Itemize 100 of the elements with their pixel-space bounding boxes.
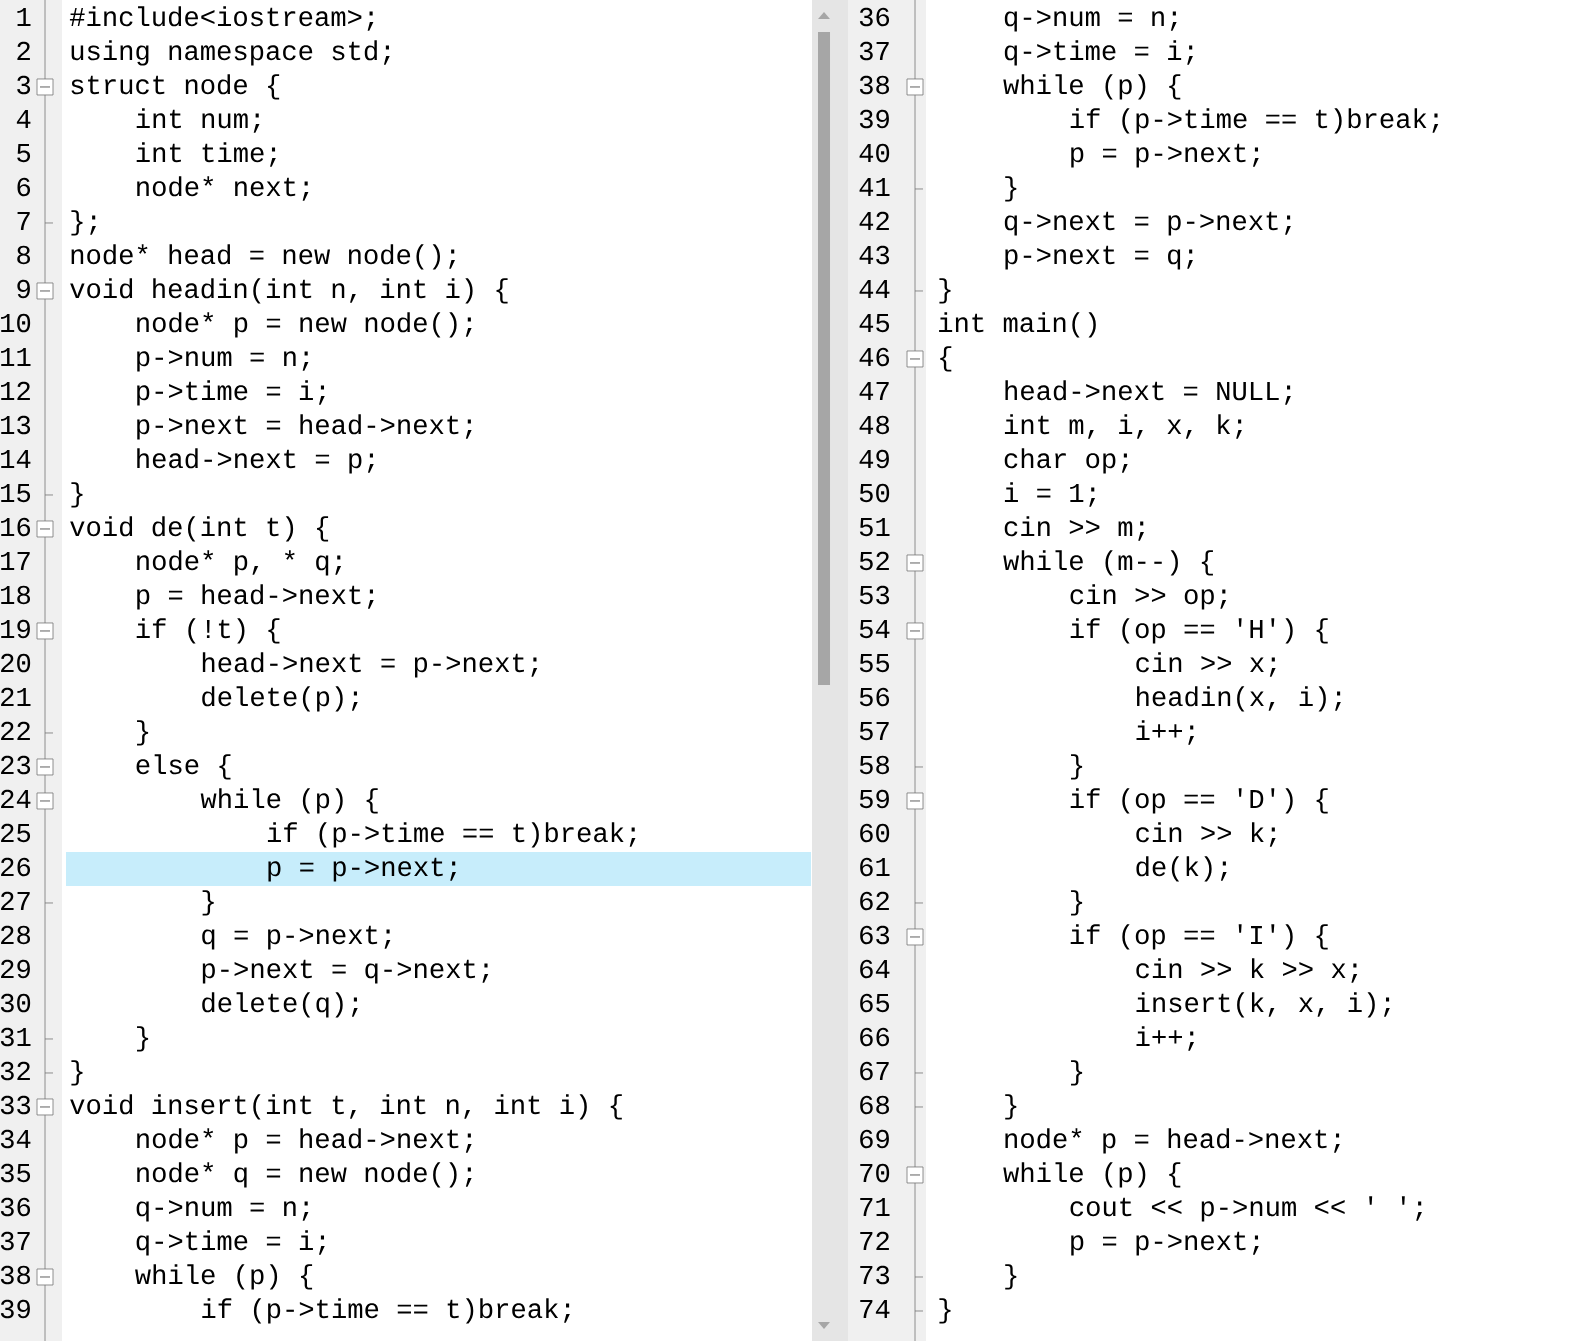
code-line: void insert(int t, int n, int i) { bbox=[70, 1094, 622, 1120]
line-number: 19 bbox=[1, 619, 30, 639]
line-number: 42 bbox=[859, 211, 889, 230]
line-number: 36 bbox=[859, 7, 890, 27]
code-line: head->next = p; bbox=[137, 448, 374, 474]
code-line: p->next = q->next; bbox=[202, 959, 489, 984]
code-line: node* p = new node(); bbox=[137, 312, 472, 338]
code-line: int main() bbox=[939, 312, 1096, 338]
code-line: node* q = new node(); bbox=[137, 1162, 472, 1188]
code-line: node* p = head->next; bbox=[1005, 1128, 1340, 1154]
line-number: 21 bbox=[1, 687, 31, 706]
code-line: } bbox=[1071, 754, 1083, 780]
line-number: 23 bbox=[1, 755, 31, 775]
code-line: char op; bbox=[1004, 448, 1128, 474]
code-line: } bbox=[939, 278, 951, 304]
line-number: 43 bbox=[859, 245, 890, 265]
code-line: } bbox=[202, 890, 214, 916]
code-line: node* p = head->next; bbox=[137, 1128, 472, 1154]
code-line: cin >> x; bbox=[1136, 652, 1276, 677]
line-number: 48 bbox=[859, 415, 889, 435]
code-line: q->next = p->next; bbox=[1004, 211, 1291, 236]
code-line: cout << p->num << ' '; bbox=[1070, 1196, 1422, 1222]
line-number: 72 bbox=[860, 1231, 889, 1250]
line-number: 38 bbox=[859, 75, 889, 95]
line-number: 37 bbox=[859, 41, 889, 61]
code-line: i++; bbox=[1136, 720, 1194, 745]
code-line: } bbox=[1071, 1060, 1083, 1086]
line-number: 62 bbox=[860, 891, 889, 911]
line-number: 22 bbox=[1, 721, 30, 740]
line-number: 33 bbox=[0, 1095, 31, 1115]
line-number: 26 bbox=[1, 857, 31, 877]
line-number: 4 bbox=[16, 110, 31, 128]
line-number: 65 bbox=[860, 993, 890, 1013]
line-number: 59 bbox=[859, 789, 889, 809]
code-line: delete(p); bbox=[202, 686, 358, 712]
line-number: 57 bbox=[859, 722, 889, 741]
line-number: 55 bbox=[859, 654, 890, 673]
line-number: 6 bbox=[17, 177, 31, 197]
code-line: else { bbox=[136, 754, 231, 780]
line-number: 24 bbox=[1, 789, 31, 808]
line-number: 46 bbox=[859, 347, 890, 367]
code-line: if (!t) { bbox=[136, 618, 280, 644]
code-line: i = 1; bbox=[1004, 482, 1096, 507]
code-line: node* head = new node(); bbox=[71, 244, 455, 270]
line-number: 74 bbox=[860, 1300, 890, 1318]
code-line: head->next = p->next; bbox=[202, 652, 538, 678]
code-line: p = p->next; bbox=[1071, 1231, 1259, 1256]
code-line: } bbox=[137, 720, 149, 746]
line-number: 66 bbox=[860, 1027, 890, 1047]
line-number: 37 bbox=[0, 1231, 30, 1251]
code-line: q->time = i; bbox=[1004, 40, 1193, 66]
line-number: 15 bbox=[1, 484, 31, 503]
code-line: p->next = q; bbox=[1005, 245, 1193, 270]
code-line: p->next = head->next; bbox=[137, 414, 472, 440]
line-number: 36 bbox=[0, 1197, 31, 1217]
code-line: q->num = n; bbox=[136, 1200, 309, 1222]
line-number: 3 bbox=[17, 75, 31, 95]
line-number: 28 bbox=[1, 925, 30, 945]
code-line: de(k); bbox=[1136, 856, 1227, 882]
line-number: 12 bbox=[1, 381, 30, 400]
code-line: } bbox=[1005, 176, 1017, 202]
line-number: 47 bbox=[859, 382, 889, 400]
line-number: 31 bbox=[0, 1027, 31, 1047]
line-number: 9 bbox=[17, 279, 30, 299]
code-line: if (p->time == t)break; bbox=[1070, 108, 1439, 134]
line-number: 52 bbox=[859, 551, 889, 571]
line-number: 56 bbox=[859, 687, 890, 707]
line-number: 61 bbox=[860, 857, 890, 877]
line-number: 34 bbox=[0, 1129, 31, 1149]
code-line: delete(q); bbox=[202, 992, 358, 1018]
code-line: while (p) { bbox=[135, 1264, 313, 1290]
line-number: 32 bbox=[0, 1061, 30, 1081]
line-number: 16 bbox=[1, 517, 31, 537]
line-number: 45 bbox=[859, 314, 890, 333]
code-line: p = p->next; bbox=[268, 857, 456, 882]
line-number: 7 bbox=[17, 212, 30, 230]
line-number: 35 bbox=[0, 1163, 31, 1183]
line-number: 25 bbox=[1, 823, 31, 843]
code-line: } bbox=[1005, 1264, 1017, 1290]
code-line: if (op == 'D') { bbox=[1070, 788, 1328, 814]
line-number: 10 bbox=[1, 313, 31, 333]
line-number: 63 bbox=[860, 925, 890, 945]
line-number: 50 bbox=[859, 483, 890, 503]
code-line: while (m--) { bbox=[1003, 550, 1213, 576]
line-number: 44 bbox=[859, 280, 890, 298]
code-line: void de(int t) { bbox=[70, 516, 329, 542]
line-number: 13 bbox=[1, 415, 31, 435]
code-line: } bbox=[939, 1298, 951, 1324]
code-line: } bbox=[71, 1060, 83, 1086]
code-line: i++; bbox=[1136, 1026, 1194, 1051]
code-line: int time; bbox=[136, 142, 276, 167]
code-line: } bbox=[1005, 1094, 1017, 1120]
line-number: 11 bbox=[1, 348, 31, 366]
code-line: head->next = NULL; bbox=[1005, 380, 1291, 405]
code-line: int m, i, x, k; bbox=[1004, 414, 1242, 439]
line-number: 69 bbox=[860, 1129, 889, 1149]
code-line: #include<iostream>; bbox=[69, 6, 374, 31]
line-number: 53 bbox=[859, 585, 890, 605]
line-number: 54 bbox=[859, 620, 890, 639]
code-line: p = p->next; bbox=[1071, 143, 1259, 168]
